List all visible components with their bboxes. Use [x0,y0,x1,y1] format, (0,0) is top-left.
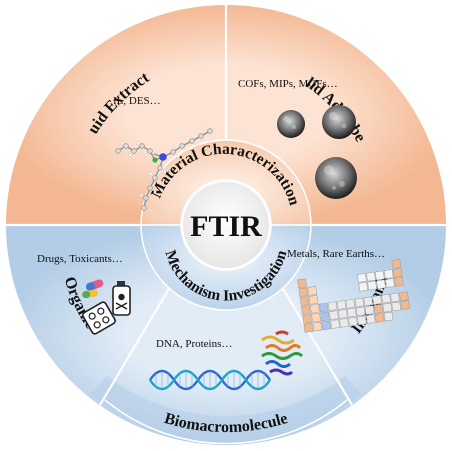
blister-pack-icon [82,301,116,335]
examples-bio: DNA, Proteins… [156,338,232,350]
protein-structure [261,330,304,376]
center-title: FTIR [190,210,262,243]
outer-disc [3,3,449,447]
examples-inorganic: Metals, Rare Earths… [287,248,385,260]
examples-organic: Drugs, Toxicants… [37,253,123,265]
dna-helix [149,369,271,391]
molecule-illustration [115,126,213,211]
adsorbent-particles [277,105,357,199]
inner-ring [140,139,312,311]
poison-bottle-icon [112,281,131,316]
examples-liquid: IL, DES… [113,95,161,107]
examples-solid: COFs, MIPs, MOFs… [238,78,338,90]
center-circle [181,180,271,270]
drug-icons [82,279,131,335]
periodic-table [297,259,410,333]
